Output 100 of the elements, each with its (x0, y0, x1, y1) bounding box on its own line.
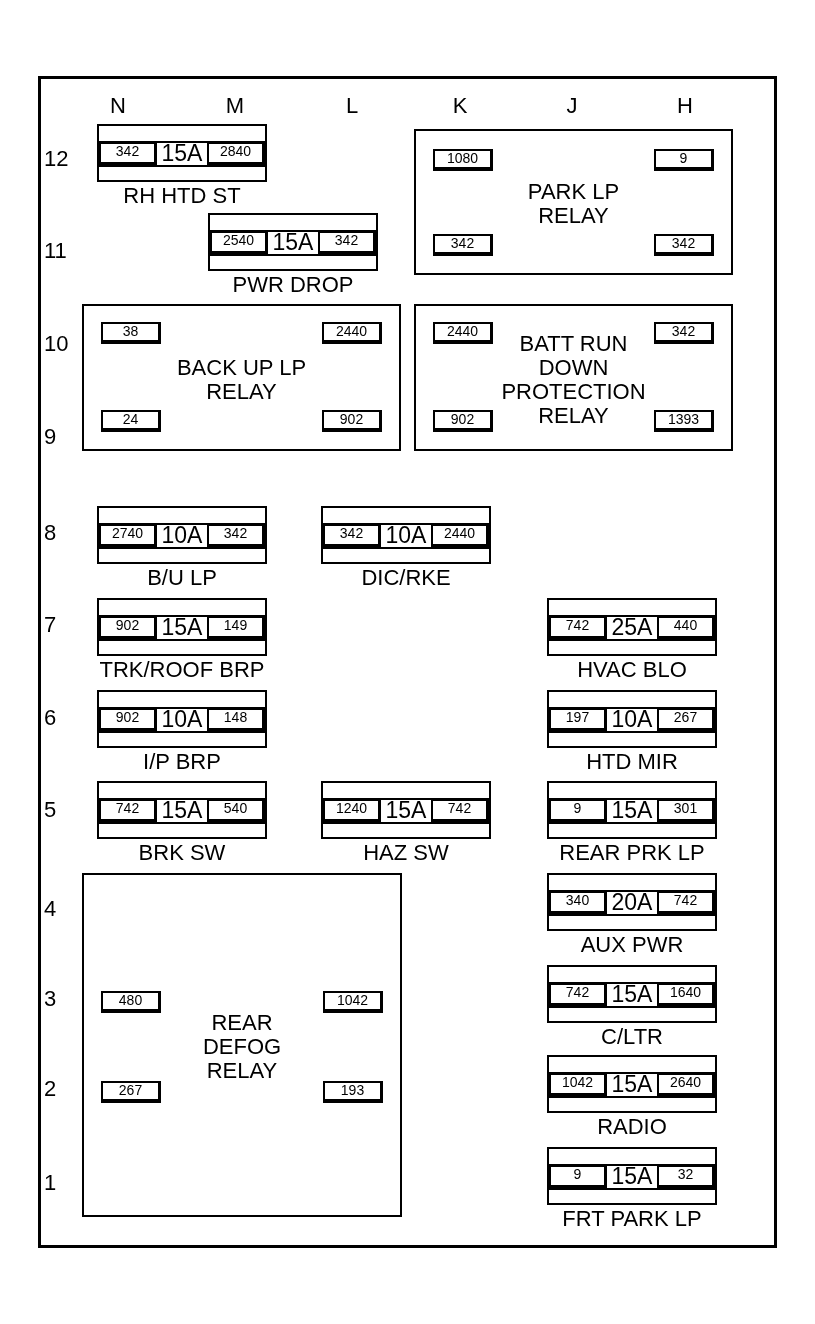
fuse-name: HVAC BLO (576, 659, 688, 683)
wire-terminal: 440 (657, 616, 715, 640)
wire-terminal: 1640 (657, 983, 715, 1007)
wire-terminal: 1042 (549, 1073, 607, 1097)
column-letter: M (224, 95, 246, 119)
wire-terminal: 742 (549, 616, 607, 640)
amp-rating: 15A (271, 230, 315, 254)
amp-rating: 15A (160, 798, 204, 822)
row-number: 10 (44, 333, 70, 357)
amp-rating: 15A (160, 141, 204, 165)
fuse-name: B/U LP (146, 567, 218, 591)
wire-terminal: 2440 (322, 322, 382, 344)
amp-rating: 10A (160, 707, 204, 731)
fuse-slot (97, 690, 267, 748)
relay-box (414, 129, 733, 275)
wire-terminal: 1240 (323, 799, 381, 823)
amp-rating: 25A (610, 615, 654, 639)
fuse-slot (97, 598, 267, 656)
fuse-slot (547, 965, 717, 1023)
wire-terminal: 1393 (654, 410, 714, 432)
wire-terminal: 342 (323, 524, 381, 548)
wire-terminal: 342 (99, 142, 157, 166)
fuse-slot (321, 506, 491, 564)
fuse-name: C/LTR (600, 1026, 664, 1050)
wire-terminal: 301 (657, 799, 715, 823)
fuse-slot (97, 781, 267, 839)
wire-terminal: 902 (433, 410, 493, 432)
fuse-name: PWR DROP (231, 274, 355, 298)
wire-terminal: 148 (207, 708, 265, 732)
wire-terminal: 902 (322, 410, 382, 432)
relay-box (82, 873, 402, 1217)
fuse-slot (547, 690, 717, 748)
fuse-slot (547, 598, 717, 656)
wire-terminal: 267 (101, 1081, 161, 1103)
wire-terminal: 742 (549, 983, 607, 1007)
column-letter: J (565, 95, 579, 119)
row-number: 3 (44, 988, 58, 1012)
amp-rating: 15A (610, 798, 654, 822)
row-number: 7 (44, 614, 58, 638)
row-number: 11 (44, 240, 68, 264)
wire-terminal: 267 (657, 708, 715, 732)
wire-terminal: 742 (431, 799, 489, 823)
fuse-name: I/P BRP (142, 751, 222, 775)
wire-terminal: 742 (99, 799, 157, 823)
wire-terminal: 342 (433, 234, 493, 256)
relay-name: BATT RUN DOWN PROTECTION RELAY (500, 329, 647, 430)
fuse-name: TRK/ROOF BRP (98, 659, 266, 683)
fuse-name: AUX PWR (579, 934, 685, 958)
row-number: 8 (44, 522, 58, 546)
row-number: 6 (44, 707, 58, 731)
amp-rating: 15A (610, 982, 654, 1006)
wire-terminal: 742 (657, 891, 715, 915)
wire-terminal: 38 (101, 322, 161, 344)
wire-terminal: 2440 (431, 524, 489, 548)
wire-terminal: 342 (654, 322, 714, 344)
row-number: 1 (44, 1172, 58, 1196)
column-letter: H (676, 95, 694, 119)
column-letter: N (109, 95, 127, 119)
wire-terminal: 1080 (433, 149, 493, 171)
wire-terminal: 540 (207, 799, 265, 823)
wire-terminal: 342 (318, 231, 376, 255)
row-number: 5 (44, 799, 58, 823)
fuse-name: REAR PRK LP (558, 842, 706, 866)
wire-terminal: 149 (207, 616, 265, 640)
wire-terminal: 32 (657, 1165, 715, 1189)
fuse-slot (321, 781, 491, 839)
relay-name: PARK LP RELAY (526, 178, 621, 230)
relay-name: BACK UP LP RELAY (176, 353, 307, 406)
relay-box (82, 304, 401, 451)
column-letter: L (344, 95, 360, 119)
wire-terminal: 342 (207, 524, 265, 548)
wire-terminal: 197 (549, 708, 607, 732)
amp-rating: 15A (384, 798, 428, 822)
fuse-slot (97, 506, 267, 564)
fuse-name: HTD MIR (585, 751, 679, 775)
row-number: 12 (44, 148, 70, 172)
amp-rating: 15A (610, 1072, 654, 1096)
fuse-slot (547, 1147, 717, 1205)
row-number: 9 (44, 426, 58, 450)
fuse-name: HAZ SW (362, 842, 450, 866)
row-number: 2 (44, 1078, 58, 1102)
amp-rating: 10A (160, 523, 204, 547)
amp-rating: 10A (384, 523, 428, 547)
fuse-slot (547, 781, 717, 839)
wire-terminal: 1042 (323, 991, 383, 1013)
wire-terminal: 9 (549, 1165, 607, 1189)
fuse-name: RADIO (596, 1116, 668, 1140)
wire-terminal: 902 (99, 708, 157, 732)
wire-terminal: 2540 (210, 231, 268, 255)
amp-rating: 10A (610, 707, 654, 731)
wire-terminal: 480 (101, 991, 161, 1013)
wire-terminal: 902 (99, 616, 157, 640)
relay-name: REAR DEFOG RELAY (201, 1009, 283, 1085)
wire-terminal: 340 (549, 891, 607, 915)
wire-terminal: 9 (654, 149, 714, 171)
fuse-name: DIC/RKE (360, 567, 452, 591)
fuse-name: RH HTD ST (122, 185, 242, 209)
fuse-slot (97, 124, 267, 182)
wire-terminal: 24 (101, 410, 161, 432)
fuse-name: FRT PARK LP (561, 1208, 703, 1232)
